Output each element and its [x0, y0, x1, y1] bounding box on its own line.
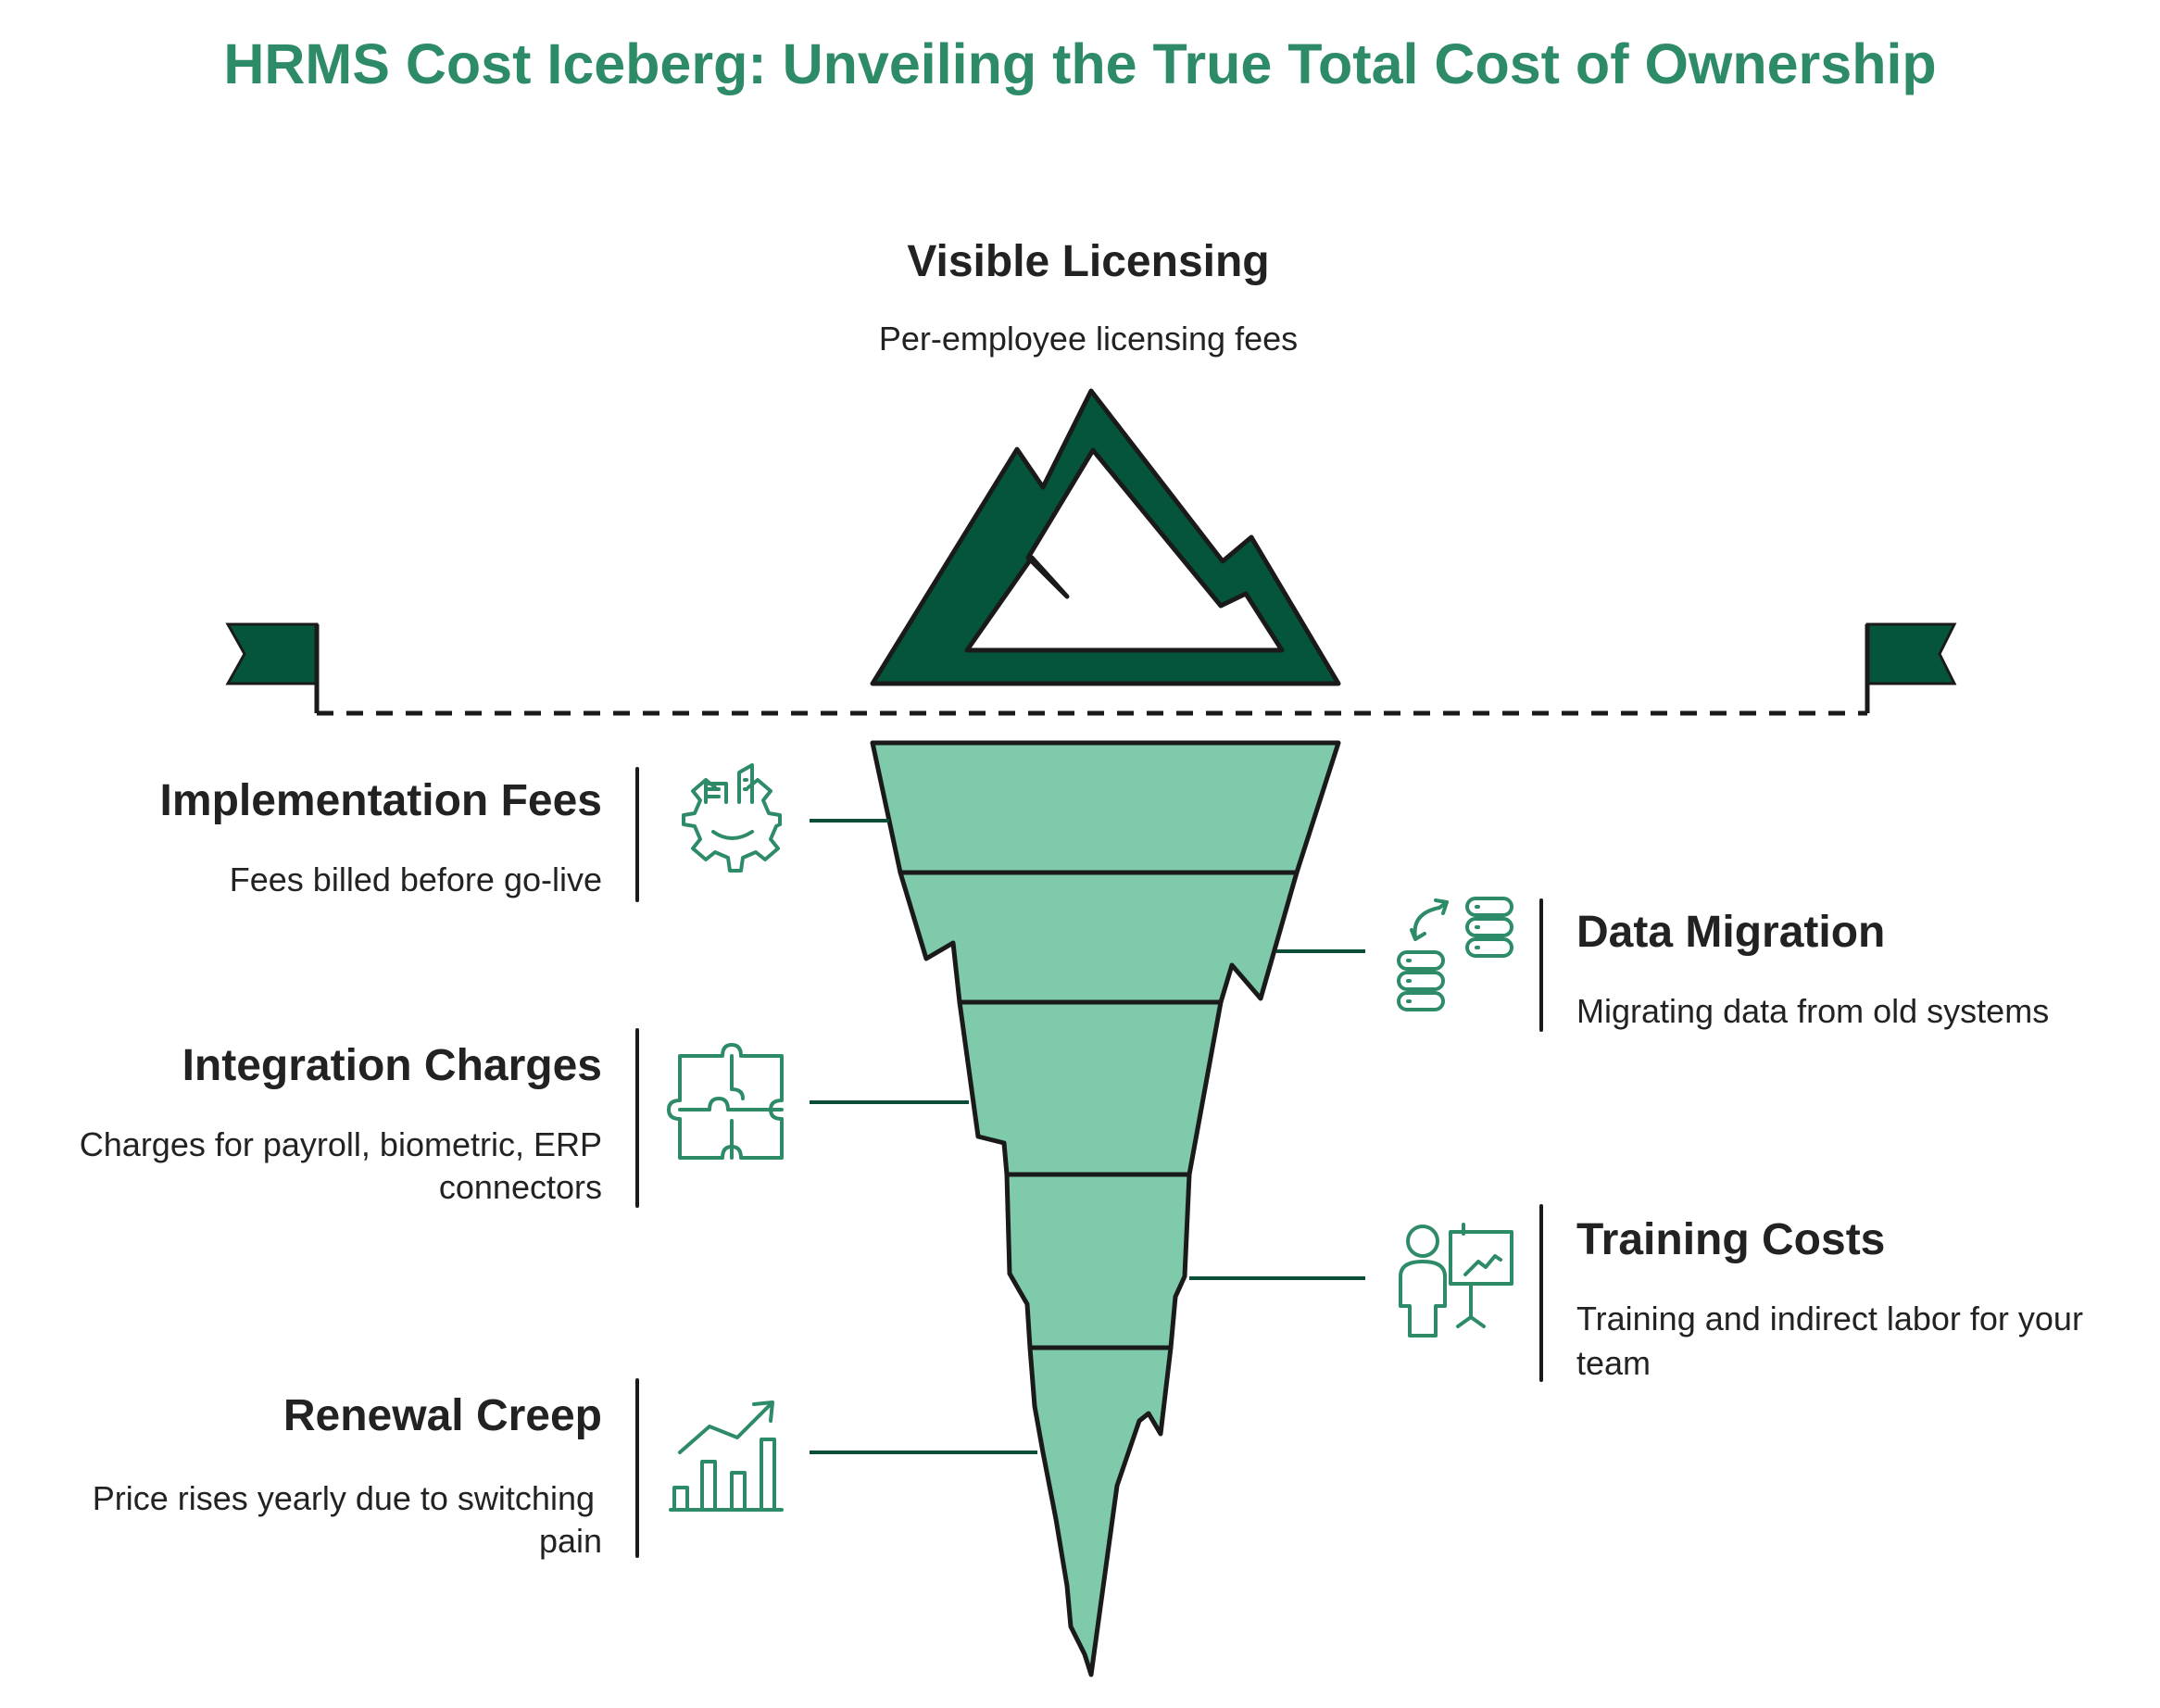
- layer-integration: [957, 999, 1224, 1177]
- implementation-description: Fees billed before go-live: [230, 860, 602, 898]
- implementation-heading: Implementation Fees: [160, 776, 602, 825]
- renewal-description-line-2: pain: [539, 1522, 602, 1560]
- layer-renewal: [1027, 1345, 1174, 1677]
- renewal-description-line-1: Price rises yearly due to switching: [93, 1479, 595, 1517]
- integration-heading: Integration Charges: [182, 1041, 602, 1090]
- layer-training: [1004, 1172, 1192, 1350]
- training-heading: Training Costs: [1576, 1215, 1885, 1264]
- integration-description-line-2: connectors: [439, 1168, 602, 1206]
- item-implementation-fees: Implementation Fees Fees billed before g…: [160, 763, 782, 898]
- puzzle-icon: [667, 1043, 784, 1160]
- database-transfer-icon: [1397, 897, 1513, 1011]
- page-title: HRMS Cost Iceberg: Unveiling the True To…: [223, 32, 1936, 95]
- visible-heading: Visible Licensing: [907, 237, 1269, 286]
- training-description-line-2: team: [1576, 1344, 1651, 1382]
- iceberg-underwater: [870, 740, 1341, 1677]
- data-migration-description: Migrating data from old systems: [1576, 992, 2049, 1030]
- item-data-migration: Data Migration Migrating data from old s…: [1397, 897, 2049, 1030]
- gear-building-icon: [682, 763, 782, 873]
- waterline: [225, 622, 1957, 716]
- rising-chart-icon: [669, 1400, 784, 1512]
- item-training-costs: Training Costs Training and indirect lab…: [1399, 1215, 2083, 1382]
- layer-data-migration: [898, 870, 1300, 1005]
- item-renewal-creep: Renewal Creep Price rises yearly due to …: [93, 1391, 784, 1560]
- renewal-heading: Renewal Creep: [283, 1391, 602, 1440]
- integration-description-line-1: Charges for payroll, biometric, ERP: [80, 1125, 602, 1163]
- data-migration-heading: Data Migration: [1576, 908, 1885, 957]
- layer-implementation: [870, 740, 1341, 875]
- visible-description: Per-employee licensing fees: [879, 320, 1298, 358]
- presentation-icon: [1399, 1223, 1513, 1338]
- item-integration-charges: Integration Charges Charges for payroll,…: [80, 1041, 784, 1206]
- training-description-line-1: Training and indirect labor for your: [1576, 1300, 2083, 1338]
- iceberg-tip: [870, 388, 1341, 686]
